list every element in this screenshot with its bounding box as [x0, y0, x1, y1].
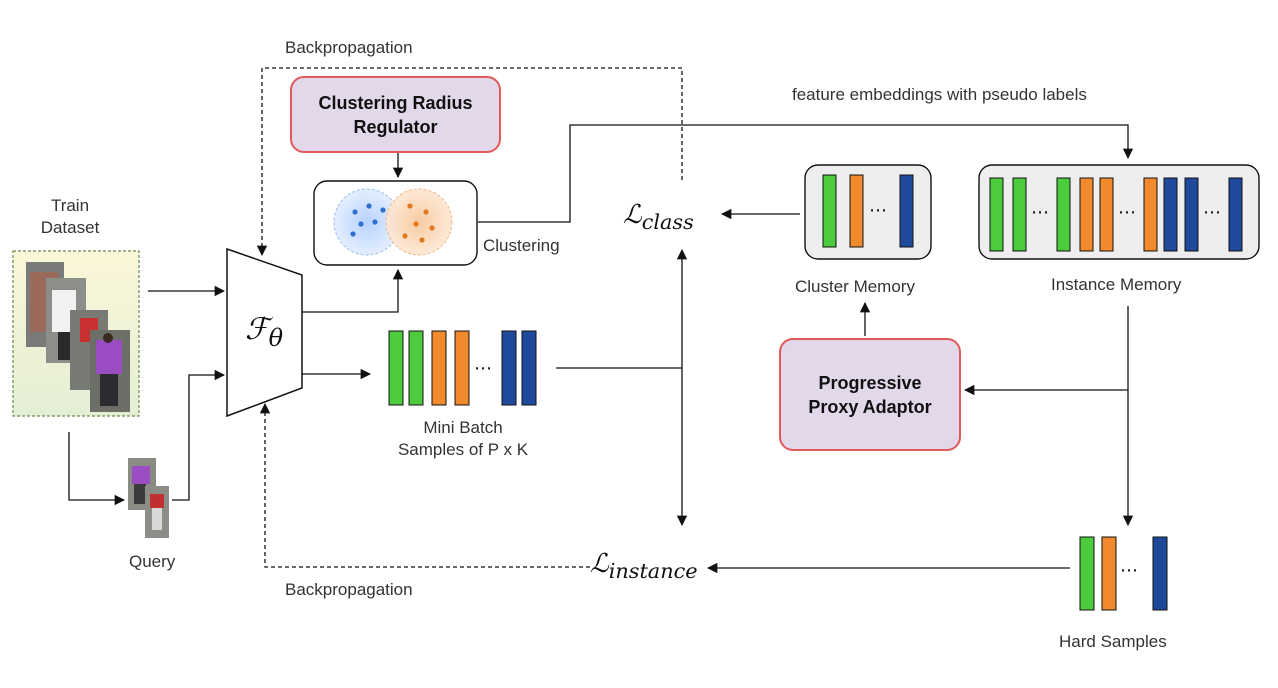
instance-memory-label: Instance Memory [1051, 275, 1182, 294]
hard-samples-bars [1079, 536, 1168, 611]
hard-samples-ellipsis: ⋯ [1120, 560, 1138, 581]
instance-memory-ellipsis-3: ⋯ [1203, 202, 1221, 223]
query-label: Query [129, 552, 176, 571]
mini-batch-bars [388, 330, 537, 406]
instance-memory-ellipsis-1: ⋯ [1031, 202, 1049, 223]
math-subscript: θ [268, 324, 284, 353]
regulator-line1: Clustering Radius [318, 92, 473, 113]
adaptor-line1: Progressive [818, 372, 922, 393]
regulator-line2: Regulator [353, 116, 438, 137]
train-dataset-label: Train Dataset [22, 195, 118, 239]
train-dataset-images [12, 250, 140, 417]
clustering-radius-regulator-box: Clustering Radius Regulator [290, 76, 501, 153]
backprop-top-label: Backpropagation [285, 38, 413, 57]
progressive-proxy-adaptor-box: Progressive Proxy Adaptor [779, 338, 961, 451]
backprop-bottom-label: Backpropagation [285, 580, 413, 599]
mini-batch-ellipsis: ⋯ [474, 358, 492, 379]
mini-batch-label-line2: Samples of P x K [397, 440, 529, 459]
cluster-points-blue [350, 203, 386, 237]
math-subscript: class [641, 210, 694, 235]
adaptor-line2: Proxy Adaptor [808, 396, 932, 417]
backprop-top-path [256, 67, 683, 257]
instance-memory-ellipsis-2: ⋯ [1118, 202, 1136, 223]
mini-batch-label: Mini Batch Samples of P x K [378, 417, 548, 461]
cluster-memory-ellipsis: ⋯ [869, 200, 887, 221]
query-images [128, 458, 169, 538]
backprop-bottom-path [259, 402, 590, 568]
hard-samples-label: Hard Samples [1059, 632, 1167, 651]
cluster-points-orange [402, 203, 435, 243]
train-dataset-label-line2: Dataset [40, 218, 100, 237]
instance-memory-bars [989, 177, 1243, 252]
cluster-memory-bars [822, 174, 914, 248]
mini-batch-label-line1: Mini Batch [423, 418, 503, 437]
math-subscript: instance [608, 559, 698, 584]
encoder-block [226, 247, 303, 418]
train-dataset-label-line1: Train [50, 196, 90, 215]
clustering-label: Clustering [483, 236, 560, 255]
instance-loss-label: ℒinstance [590, 549, 698, 584]
feature-embeddings-label: feature embeddings with pseudo labels [792, 85, 1087, 104]
cluster-memory-label: Cluster Memory [795, 277, 915, 296]
class-loss-label: ℒclass [623, 200, 694, 235]
encoder-label: ℱθ [245, 312, 284, 353]
